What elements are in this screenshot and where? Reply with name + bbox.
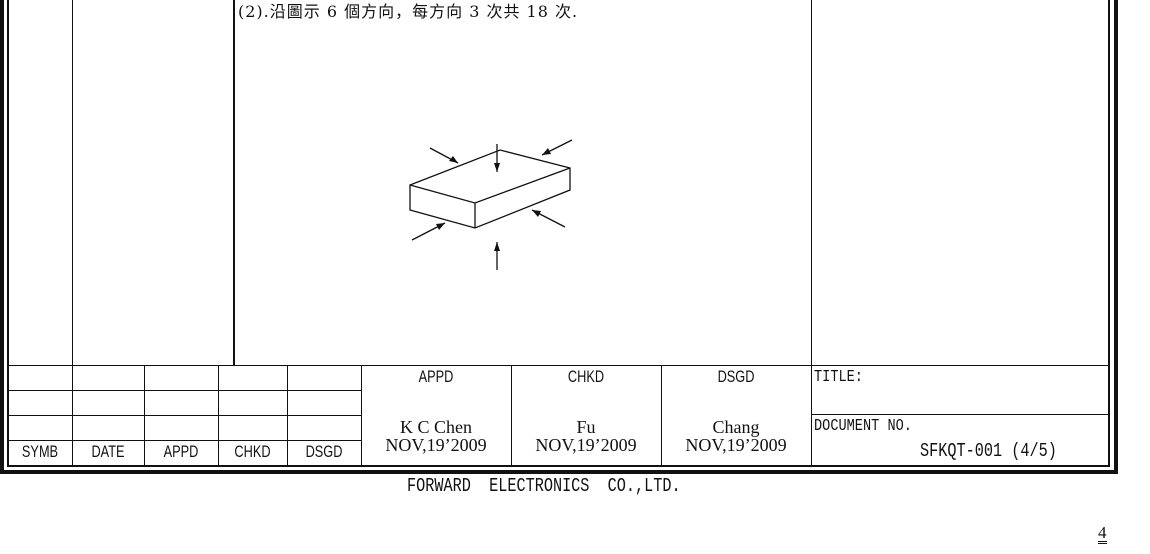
signoff-role-appd: APPD bbox=[418, 367, 454, 386]
page-number: 4 bbox=[1098, 523, 1107, 544]
document-number: SFKQT-001 (4/5) bbox=[920, 440, 1057, 462]
col-header-chkd: CHKD bbox=[234, 442, 271, 461]
signoff-role-dsgd: DSGD bbox=[717, 367, 755, 386]
signoff-date-chkd: NOV,19’2009 bbox=[535, 435, 637, 455]
signoff-date-appd: NOV,19’2009 bbox=[385, 435, 487, 455]
signoff-date-dsgd: NOV,19’2009 bbox=[685, 435, 787, 455]
signoff-name-dsgd: Chang bbox=[712, 417, 760, 437]
col-header-appd: APPD bbox=[163, 442, 199, 461]
signoff-name-appd: K C Chen bbox=[400, 417, 472, 437]
document-no-label: DOCUMENT NO. bbox=[814, 417, 912, 436]
title-label: TITLE: bbox=[814, 368, 863, 387]
signoff-role-chkd: CHKD bbox=[567, 367, 605, 386]
signoff-name-chkd: Fu bbox=[576, 417, 596, 437]
vibration-direction-diagram bbox=[409, 139, 573, 270]
company-name: FORWARD ELECTRONICS CO.,LTD. bbox=[407, 475, 681, 497]
col-header-symb: SYMB bbox=[21, 442, 59, 461]
col-header-date: DATE bbox=[91, 442, 125, 461]
col-header-dsgd: DSGD bbox=[305, 442, 343, 461]
test-note: (2).沿圖示 6 個方向，每方向 3 次共 18 次. bbox=[238, 2, 579, 21]
